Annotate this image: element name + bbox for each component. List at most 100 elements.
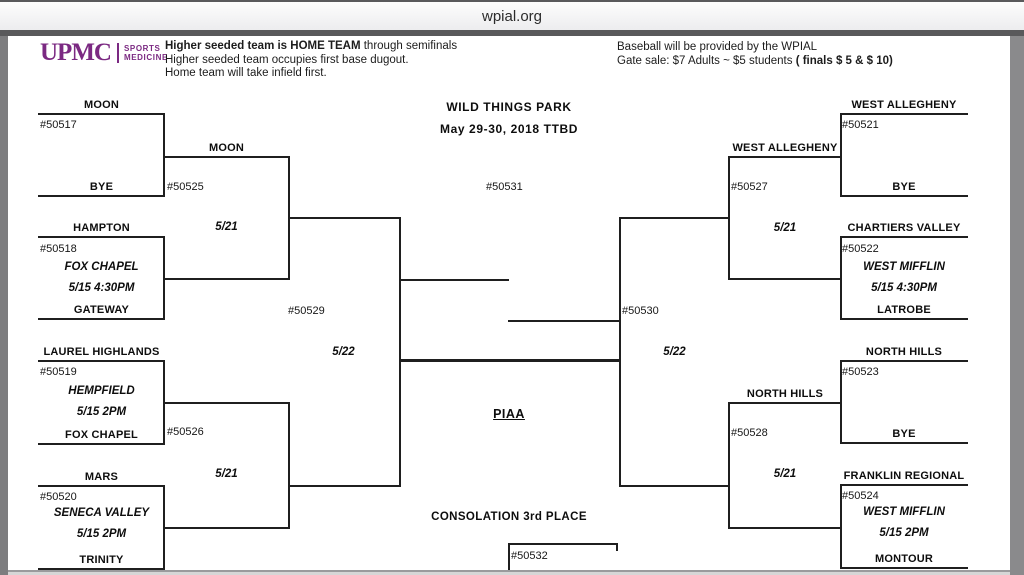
game-number: #50522	[842, 243, 879, 255]
game-number: #50518	[40, 243, 77, 255]
game-date: 5/21	[773, 222, 797, 234]
team-label: FOX CHAPEL	[65, 429, 138, 441]
bracket-line	[840, 113, 968, 115]
page-bottom-edge	[8, 570, 1010, 572]
bracket-line	[840, 236, 968, 238]
page-bottom-edge-light	[8, 572, 1010, 575]
game-date: 5/21	[773, 468, 797, 480]
info-gate-prefix: Gate sale: $7 Adults ~ $5 students	[617, 55, 796, 67]
game-number: #50521	[842, 119, 879, 131]
team-label: LAUREL HIGHLANDS	[43, 346, 160, 358]
bracket-line	[728, 527, 842, 529]
matchup-time: 5/15 2PM	[76, 406, 127, 418]
bracket-line	[399, 217, 401, 487]
info-baseball: Baseball will be provided by the WPIAL	[617, 41, 818, 53]
game-number: #50523	[842, 366, 879, 378]
bracket-line	[288, 217, 401, 219]
bracket-line	[38, 236, 165, 238]
bracket-line	[288, 402, 290, 529]
bracket-line	[508, 543, 618, 545]
matchup-time: 5/15 4:30PM	[68, 282, 135, 294]
upmc-sports-medicine-logo: UPMC SPORTS MEDICINE	[40, 39, 168, 66]
matchup-winner: HEMPFIELD	[68, 385, 135, 397]
bracket-line	[508, 543, 510, 570]
frame-left-strip	[0, 36, 8, 575]
rule-dugout: Higher seeded team occupies first base d…	[165, 53, 409, 66]
matchup-winner: SENECA VALLEY	[53, 507, 150, 519]
game-number: #50527	[731, 181, 768, 193]
bracket-line	[619, 217, 621, 487]
team-label: NORTH HILLS	[865, 346, 943, 358]
game-number: #50520	[40, 491, 77, 503]
rule-infield: Home team will take infield first.	[165, 67, 327, 79]
logo-divider	[116, 43, 119, 63]
bracket-line	[163, 402, 290, 404]
game-date: 5/22	[332, 346, 355, 358]
bracket-line	[840, 360, 842, 444]
game-number: #50517	[40, 119, 77, 131]
bracket-line	[840, 195, 968, 197]
game-number: #50526	[167, 426, 204, 438]
bracket-line	[840, 484, 968, 486]
game-number-consolation: #50532	[511, 550, 548, 562]
team-label: BYE	[892, 428, 916, 440]
bracket-line	[616, 543, 618, 551]
game-number: #50524	[842, 490, 879, 502]
team-label: CHARTIERS VALLEY	[847, 222, 961, 234]
upmc-wordmark: UPMC	[40, 39, 112, 66]
bracket-line	[619, 485, 730, 487]
game-number: #50519	[40, 366, 77, 378]
address-bar[interactable]: wpial.org	[0, 0, 1024, 32]
game-date: 5/22	[663, 346, 686, 358]
bracket-line	[840, 442, 968, 444]
bracket-line	[38, 113, 165, 115]
bracket-line	[728, 156, 730, 280]
bracket-line	[38, 485, 165, 487]
bracket-line	[728, 402, 730, 529]
matchup-time: 5/15 2PM	[76, 528, 127, 540]
team-label: WEST ALLEGHENY	[851, 99, 957, 111]
matchup-winner: WEST MIFFLIN	[863, 506, 945, 518]
gate-info-text: Baseball will be provided by the WPIAL G…	[617, 40, 893, 68]
bracket-line	[38, 195, 165, 197]
matchup-winner: FOX CHAPEL	[64, 261, 139, 273]
bracket-line	[840, 236, 842, 320]
rule-home-team-bold: Higher seeded team is HOME TEAM	[165, 40, 361, 52]
bracket-line	[288, 485, 401, 487]
team-label: MONTOUR	[874, 553, 934, 565]
venue-label: WILD THINGS PARK	[446, 100, 572, 114]
consolation-title: CONSOLATION 3rd PLACE	[431, 511, 587, 523]
bracket-line	[163, 113, 165, 197]
bracket-line	[38, 360, 165, 362]
team-label: HAMPTON	[73, 222, 130, 234]
advancer-label: WEST ALLEGHENY	[732, 142, 838, 154]
advancer-label: MOON	[208, 142, 245, 154]
bracket-line	[840, 484, 842, 569]
team-label: BYE	[892, 181, 916, 193]
rule-home-team-rest: through semifinals	[360, 40, 458, 52]
team-label: TRINITY	[79, 554, 124, 566]
finalist-line-left	[399, 279, 509, 281]
info-gate-finals-bold: ( finals $ 5 & $ 10)	[795, 55, 893, 67]
frame-top-band	[0, 30, 1024, 36]
bracket-line	[38, 443, 165, 445]
bracket-line	[619, 217, 730, 219]
matchup-time: 5/15 4:30PM	[871, 282, 937, 294]
logo-sub-bottom: MEDICINE	[123, 53, 168, 62]
bracket-line	[840, 113, 842, 197]
final-datetime-label: May 29-30, 2018 TTBD	[439, 122, 579, 136]
bracket-line	[163, 156, 290, 158]
game-number: #50530	[622, 305, 659, 317]
team-label: MARS	[84, 471, 119, 483]
logo-sub-top: SPORTS	[123, 44, 161, 53]
bracket-line	[38, 318, 165, 320]
team-label: MOON	[83, 99, 120, 111]
game-number-final: #50531	[486, 181, 523, 193]
bracket-line	[728, 156, 842, 158]
bracket-line	[728, 278, 842, 280]
bracket-line	[728, 402, 842, 404]
bracket-line	[38, 568, 165, 570]
team-label: BYE	[89, 181, 114, 193]
game-number: #50525	[167, 181, 204, 193]
